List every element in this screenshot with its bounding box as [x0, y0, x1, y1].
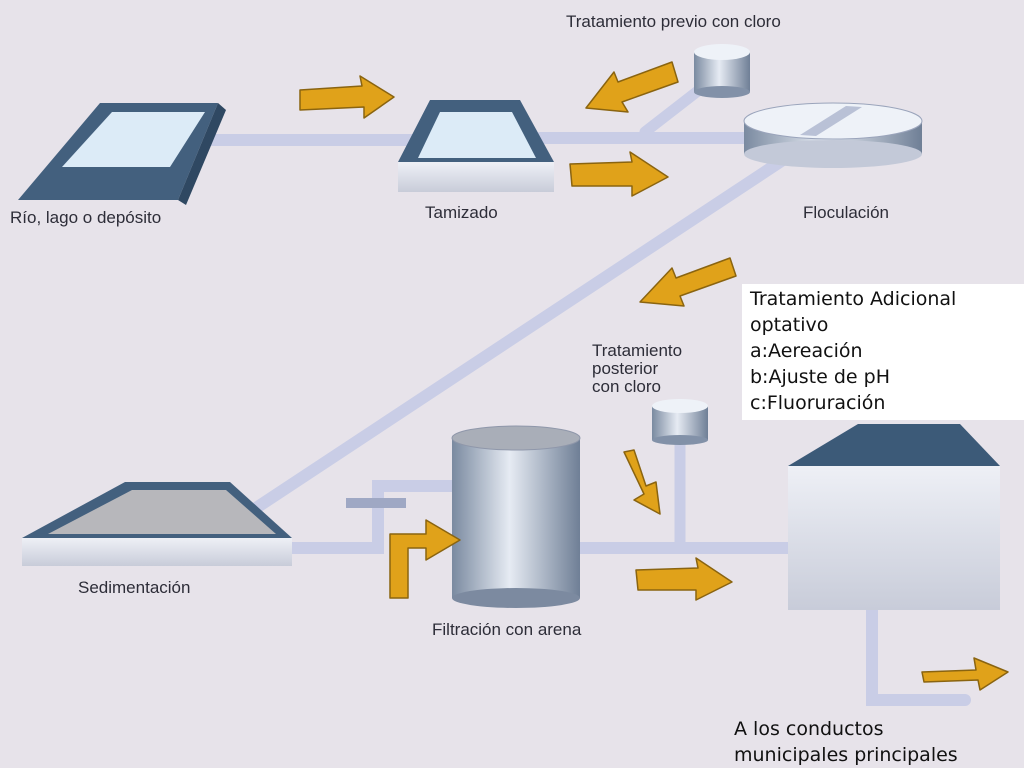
prechlorine-label: Tratamiento previo con cloro	[566, 12, 781, 31]
sedimentation-basin	[22, 482, 292, 566]
flow-arrow-down	[623, 449, 661, 515]
additional-treatment-item: a:Aereación	[750, 340, 863, 362]
screening-unit	[398, 100, 554, 192]
additional-treatment-title: Tratamiento Adicional	[750, 288, 957, 310]
flow-arrow-left	[585, 61, 679, 113]
postchlorine-tank	[652, 399, 708, 445]
storage-reservoir	[788, 424, 1000, 610]
source-label: Río, lago o depósito	[10, 208, 162, 227]
additional-treatment-item: b:Ajuste de pH	[750, 366, 890, 388]
pipe-flocculation-to-sedimentation	[244, 146, 801, 518]
additional-treatment-note: Tratamiento Adicional optativo a:Aereaci…	[742, 284, 1024, 420]
pipe-outlet	[866, 569, 971, 706]
pipe-valve	[346, 498, 406, 508]
postchlorine-label-line: Tratamiento	[592, 341, 683, 360]
flow-arrow-right	[635, 557, 733, 601]
flow-arrow-right	[921, 657, 1009, 691]
screening-label: Tamizado	[425, 203, 498, 222]
sand-filter	[451, 425, 581, 608]
postchlorine-label-line: con cloro	[592, 377, 661, 396]
flow-arrow-right	[299, 75, 395, 119]
source-basin	[18, 103, 226, 205]
filtration-label: Filtración con arena	[432, 620, 582, 639]
additional-treatment-title: optativo	[750, 314, 829, 336]
flow-arrow-down-left	[639, 257, 737, 307]
flow-arrow-elbow	[389, 519, 461, 599]
flocculation-label: Floculación	[803, 203, 889, 222]
flocculation-tank	[743, 102, 923, 168]
pipe-sedimentation-to-filter	[286, 480, 476, 554]
flow-arrow-right	[569, 151, 669, 197]
sedimentation-label: Sedimentación	[78, 578, 191, 597]
destination-line: A los conductos	[734, 718, 884, 740]
additional-treatment-item: c:Fluoruración	[750, 392, 886, 414]
destination-line: municipales principales	[734, 744, 958, 766]
postchlorine-label: Tratamiento posterior con cloro	[592, 342, 682, 396]
flow-arrows	[299, 61, 1009, 691]
destination-note: A los conductos municipales principales	[728, 716, 1024, 768]
postchlorine-label-line: posterior	[592, 359, 659, 378]
prechlorine-tank	[694, 44, 750, 98]
